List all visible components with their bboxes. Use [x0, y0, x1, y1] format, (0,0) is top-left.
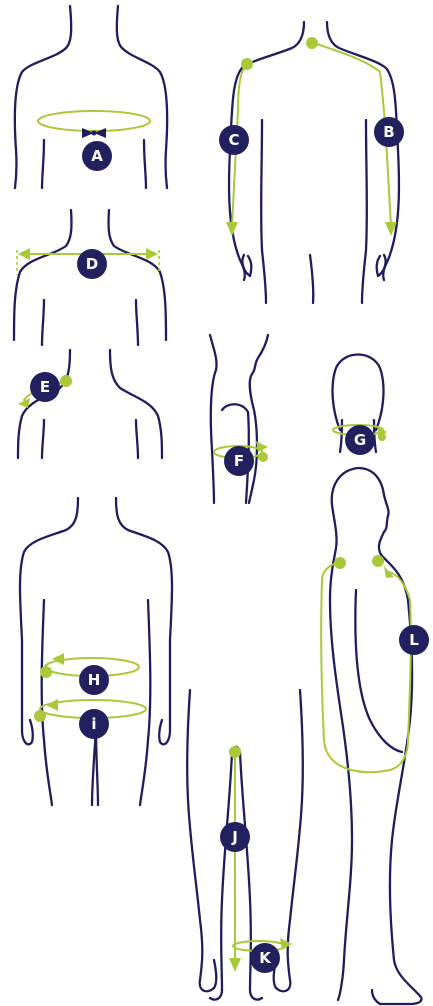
badge-c: C [219, 125, 249, 155]
badge-l-text: L [409, 631, 419, 649]
badge-g-text: G [354, 431, 366, 449]
figure-side-arm [210, 335, 268, 503]
badge-g: G [345, 425, 375, 455]
badge-d: D [77, 249, 107, 279]
badge-l: L [399, 625, 429, 655]
badge-f-text: F [234, 452, 244, 470]
figure-hips [20, 498, 172, 805]
badge-d-text: D [86, 255, 98, 273]
badge-b: B [374, 117, 404, 147]
badge-i-text: i [91, 715, 96, 733]
badge-a: A [82, 141, 112, 171]
badge-b-text: B [383, 123, 394, 141]
badge-e: E [30, 372, 60, 402]
badge-i: i [79, 709, 109, 739]
figure-side-body [321, 468, 421, 1004]
badge-a-text: A [91, 147, 103, 165]
figure-upper-back [18, 350, 162, 458]
badge-c-text: C [228, 131, 239, 149]
badge-h-text: H [88, 671, 101, 689]
badge-k: K [250, 943, 280, 973]
badge-k-text: K [259, 949, 272, 967]
badge-f: F [224, 446, 254, 476]
badge-e-text: E [40, 378, 50, 396]
badge-h: H [79, 665, 109, 695]
badge-j-text: J [231, 828, 238, 846]
figure-arms [226, 22, 399, 303]
badge-j: J [220, 822, 250, 852]
